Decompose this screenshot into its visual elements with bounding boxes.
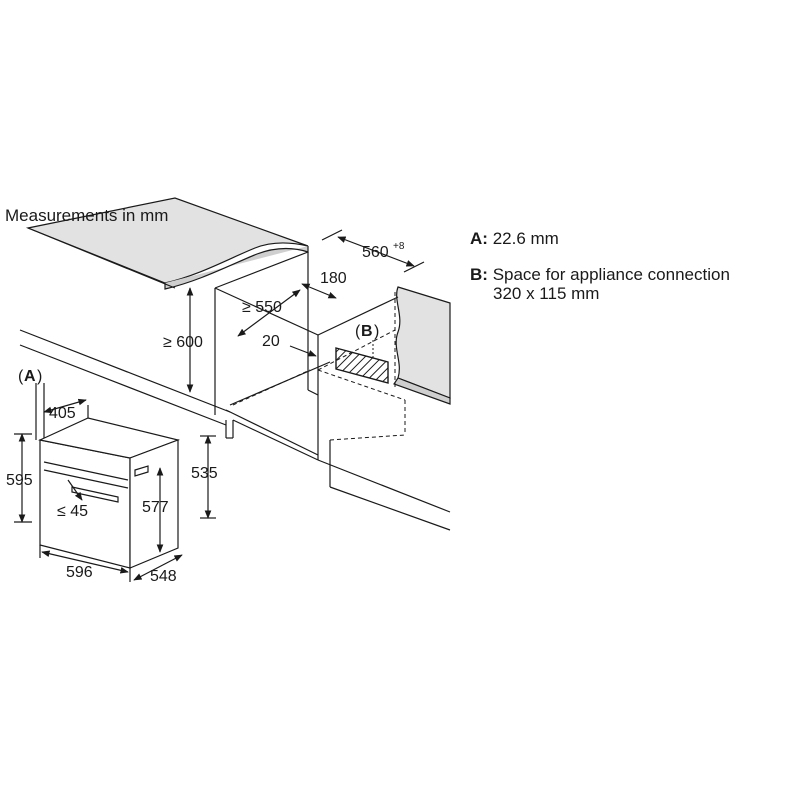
dim-596: 596 bbox=[66, 564, 93, 581]
marker-a-open: ( bbox=[18, 368, 24, 385]
dim-le45: ≤ 45 bbox=[57, 503, 88, 520]
legend-a-text: 22.6 mm bbox=[492, 229, 559, 248]
legend-b-line1: Space for appliance connection bbox=[492, 265, 730, 284]
dim-ge600: ≥ 600 bbox=[163, 334, 203, 351]
dim-535: 535 bbox=[191, 465, 218, 482]
diagram-title: Measurements in mm bbox=[5, 206, 168, 225]
dim-560-tolerance: +8 bbox=[393, 241, 405, 252]
legend-b-key: B: bbox=[470, 265, 488, 284]
dim-ge550: ≥ 550 bbox=[242, 299, 282, 316]
marker-b: B bbox=[361, 323, 373, 340]
dim-595: 595 bbox=[6, 472, 33, 489]
marker-a: A bbox=[24, 368, 36, 385]
oven bbox=[38, 417, 181, 569]
marker-a-close: ) bbox=[37, 368, 42, 385]
legend-a: A: 22.6 mm bbox=[470, 229, 559, 248]
legend-b-size: 320 x 115 mm bbox=[493, 284, 600, 303]
cabinet-niche bbox=[19, 251, 451, 531]
dim-20: 20 bbox=[262, 333, 280, 350]
dim-548: 548 bbox=[150, 568, 177, 585]
dim-577: 577 bbox=[142, 499, 169, 516]
connection-area-b bbox=[335, 347, 389, 384]
legend-a-key: A: bbox=[470, 229, 488, 248]
dim-405: 405 bbox=[49, 405, 76, 422]
dim-180: 180 bbox=[320, 270, 347, 287]
marker-b-close: ) bbox=[374, 323, 379, 340]
legend-b: B: Space for appliance connection bbox=[470, 265, 730, 284]
worktop-left bbox=[25, 197, 309, 284]
dim-560: 560 bbox=[362, 244, 389, 261]
marker-b-open: ( bbox=[355, 323, 361, 340]
